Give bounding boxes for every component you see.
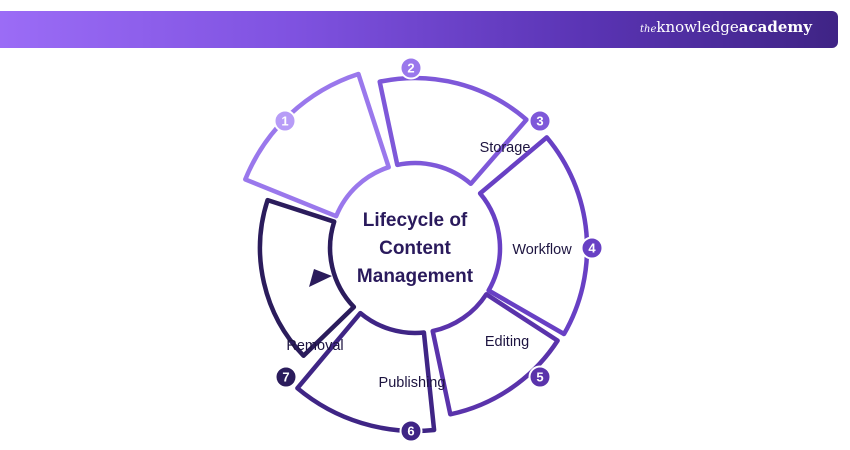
stage-number-3: 3 [536, 114, 543, 129]
stage-segment-removal [257, 197, 357, 358]
stage-badge-7 [274, 365, 298, 389]
stage-label-removal: Removal [286, 338, 343, 354]
center-title-line-2: Content [379, 238, 451, 259]
stage-label-editing: Editing [485, 334, 529, 350]
stage-number-1: 1 [281, 114, 288, 129]
stage-segment-publishing [295, 310, 437, 434]
cycle-arrowhead [309, 269, 332, 287]
stage-badge-3 [528, 109, 552, 133]
stage-number-4: 4 [588, 241, 596, 256]
stage-segment-storage [377, 75, 529, 187]
stage-number-2: 2 [407, 61, 414, 76]
stage-badge-5 [528, 365, 552, 389]
stage-number-7: 7 [282, 370, 289, 385]
stage-badge-6 [399, 419, 423, 443]
stage-segments: PlanningCreationStorageWorkflowEditingPu… [243, 71, 590, 434]
stage-segment-creation [243, 71, 391, 219]
stage-label-publishing: Publishing [379, 375, 446, 391]
stage-number-6: 6 [407, 424, 414, 439]
stage-badges: 1 2 3 4 5 6 7 [273, 56, 604, 443]
brand-academy: academy [738, 18, 812, 36]
stage-label-workflow: Workflow [512, 242, 572, 258]
center-title-line-3: Management [357, 266, 474, 287]
brand-the: the [640, 24, 657, 35]
stage-number-5: 5 [536, 370, 543, 385]
stage-badge-4 [580, 236, 604, 260]
stage-badge-1 [273, 109, 297, 133]
header-bar: theknowledgeacademy [0, 11, 838, 48]
brand-knowledge: knowledge [656, 18, 739, 36]
stage-label-storage: Storage [480, 140, 531, 156]
center-title-line-1: Lifecycle of [363, 210, 468, 231]
stage-segment-workflow [477, 135, 590, 337]
brand-logo: theknowledgeacademy [640, 20, 812, 36]
stage-badge-2 [399, 56, 423, 80]
